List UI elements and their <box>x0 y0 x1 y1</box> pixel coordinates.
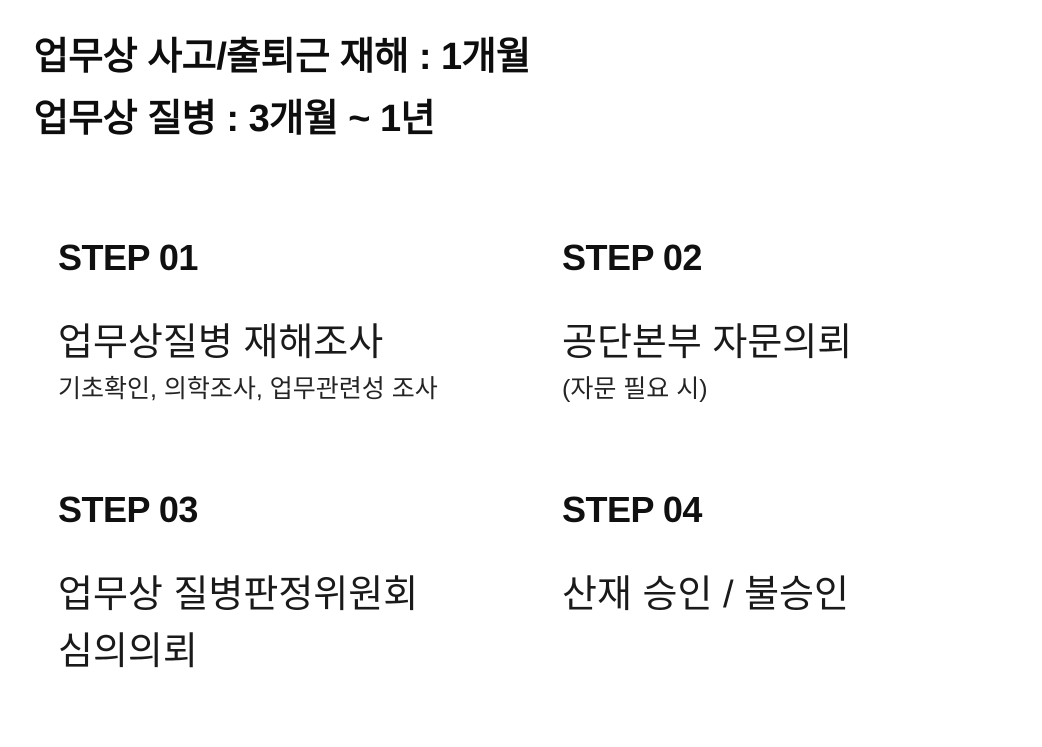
step-01-title: 업무상질병 재해조사 <box>58 322 384 364</box>
step-01-cell: STEP 01 업무상질병 재해조사 기초확인, 의학조사, 업무관련성 조사 <box>58 235 562 406</box>
step-02-title: 공단본부 자문의뢰 <box>562 322 853 364</box>
step-01-label: STEP 01 <box>58 237 198 278</box>
step-02-label: STEP 02 <box>562 237 702 278</box>
step-01-subtitle: 기초확인, 의학조사, 업무관련성 조사 <box>58 375 438 403</box>
step-02-cell: STEP 02 공단본부 자문의뢰 (자문 필요 시) <box>562 235 1002 406</box>
step-04-title: 산재 승인 / 불승인 <box>562 574 849 616</box>
step-03-title: 업무상 질병판정위원회 심의의뢰 <box>58 574 419 673</box>
step-03-cell: STEP 03 업무상 질병판정위원회 심의의뢰 <box>58 487 562 681</box>
step-02-subtitle: (자문 필요 시) <box>562 375 708 403</box>
step-04-cell: STEP 04 산재 승인 / 불승인 <box>562 487 1002 681</box>
disease-period-line: 업무상 질병 : 3개월 ~ 1년 <box>34 98 436 140</box>
processing-period-header: 업무상 사고/출퇴근 재해 : 1개월 업무상 질병 : 3개월 ~ 1년 <box>34 26 531 150</box>
steps-grid: STEP 01 업무상질병 재해조사 기초확인, 의학조사, 업무관련성 조사 … <box>58 235 1002 681</box>
step-03-label: STEP 03 <box>58 489 198 530</box>
accident-period-line: 업무상 사고/출퇴근 재해 : 1개월 <box>34 36 531 78</box>
step-04-label: STEP 04 <box>562 489 702 530</box>
